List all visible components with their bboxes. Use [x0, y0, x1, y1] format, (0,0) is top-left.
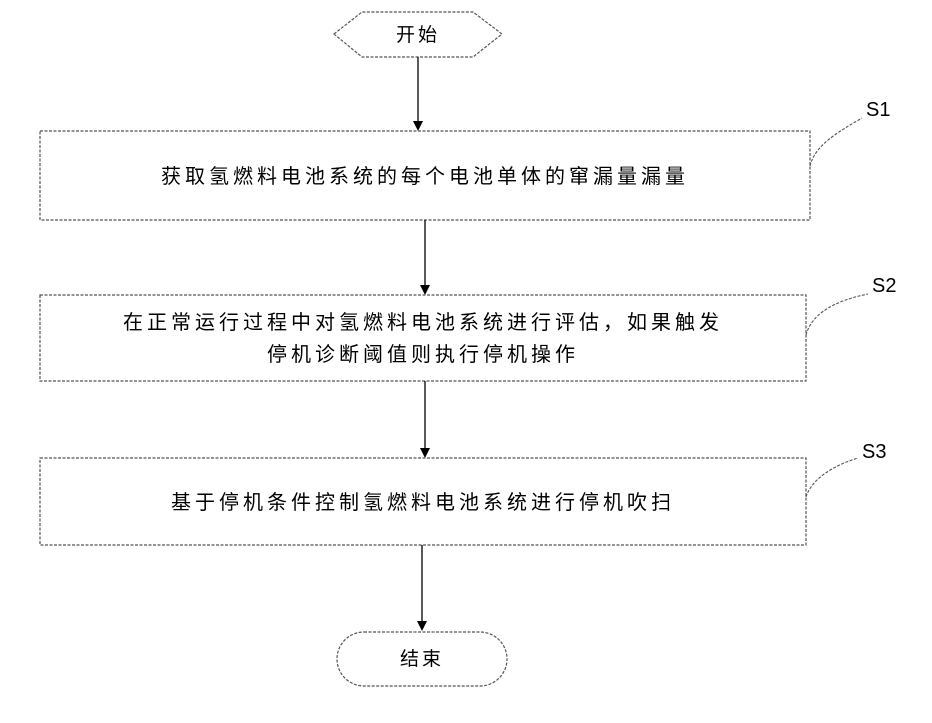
step-s2-leader — [806, 294, 868, 335]
step-s3-label: S3 — [862, 442, 886, 462]
start-terminal-label: 开始 — [334, 12, 502, 57]
step-s1-text: 获取氢燃料电池系统的每个电池单体的窜漏量漏量 — [40, 131, 810, 220]
step-s2-text: 在正常运行过程中对氢燃料电池系统进行评估，如果触发 停机诊断阈值则执行停机操作 — [40, 295, 806, 381]
step-s2-label: S2 — [872, 276, 896, 296]
step-s3-leader — [806, 458, 858, 497]
end-terminal-label: 结束 — [337, 632, 507, 686]
step-s1-label: S1 — [866, 100, 890, 120]
step-s1-leader — [810, 118, 862, 166]
step-s3-text: 基于停机条件控制氢燃料电池系统进行停机吹扫 — [40, 458, 806, 545]
